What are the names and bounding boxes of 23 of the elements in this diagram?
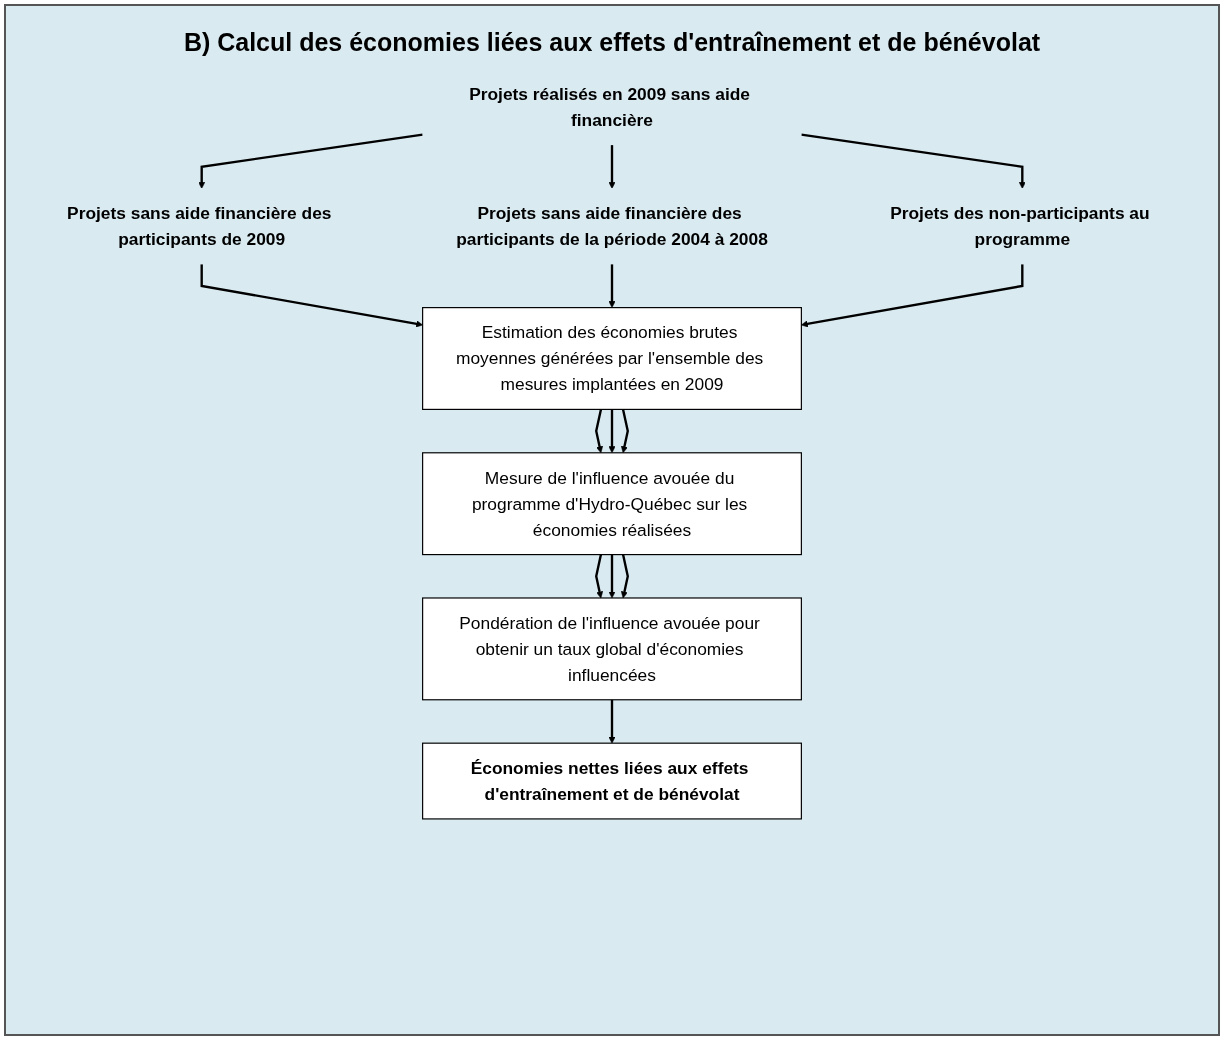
arrow xyxy=(608,145,616,189)
arrow xyxy=(621,554,629,599)
node-box xyxy=(422,597,802,701)
arrow xyxy=(608,409,616,454)
arrow xyxy=(608,699,616,744)
arrow xyxy=(608,264,616,308)
arrow xyxy=(595,554,603,599)
panel-background: B) Calcul des économies liées aux effets d'entraînement et de bénévolat Projets réalisés en 2009 sans aide financière Projets sans aide financière des participants de 2009 Projets sans aide financière des participants de la période 2004 à 2008 Projets des non-participants au programme Estimation des économies brutes moyennes générées par l'ensemble des mesures implantées en 2009 Mesure de l'influence avouée du programme d'Hydro-Québec sur les économies réalisées Pondération de l'influence avouée pour obtenir un taux global d'économies influencées Économies nettes liées aux effets d'entraînement et de bénévolat xyxy=(4,4,1220,1036)
node-box xyxy=(422,452,802,556)
arrow xyxy=(801,264,1024,328)
diagram-title: B) Calcul des économies liées aux effets d'entraînement et de bénévolat xyxy=(183,28,1041,57)
node-box xyxy=(422,742,802,820)
node-text: Projets sans aide financière des participants de 2009 xyxy=(67,203,332,250)
node-text: Projets sans aide financière des participants de la période 2004 à 2008 xyxy=(456,203,768,250)
node-box xyxy=(422,307,802,410)
arrow xyxy=(198,133,423,189)
node-text: Projets réalisés en 2009 sans aide financière xyxy=(469,84,750,131)
arrow xyxy=(621,409,629,454)
arrow xyxy=(595,409,603,454)
arrow xyxy=(801,133,1026,189)
arrow xyxy=(200,264,423,328)
arrow xyxy=(608,554,616,599)
node-text: Projets des non-participants au programme xyxy=(890,203,1150,250)
